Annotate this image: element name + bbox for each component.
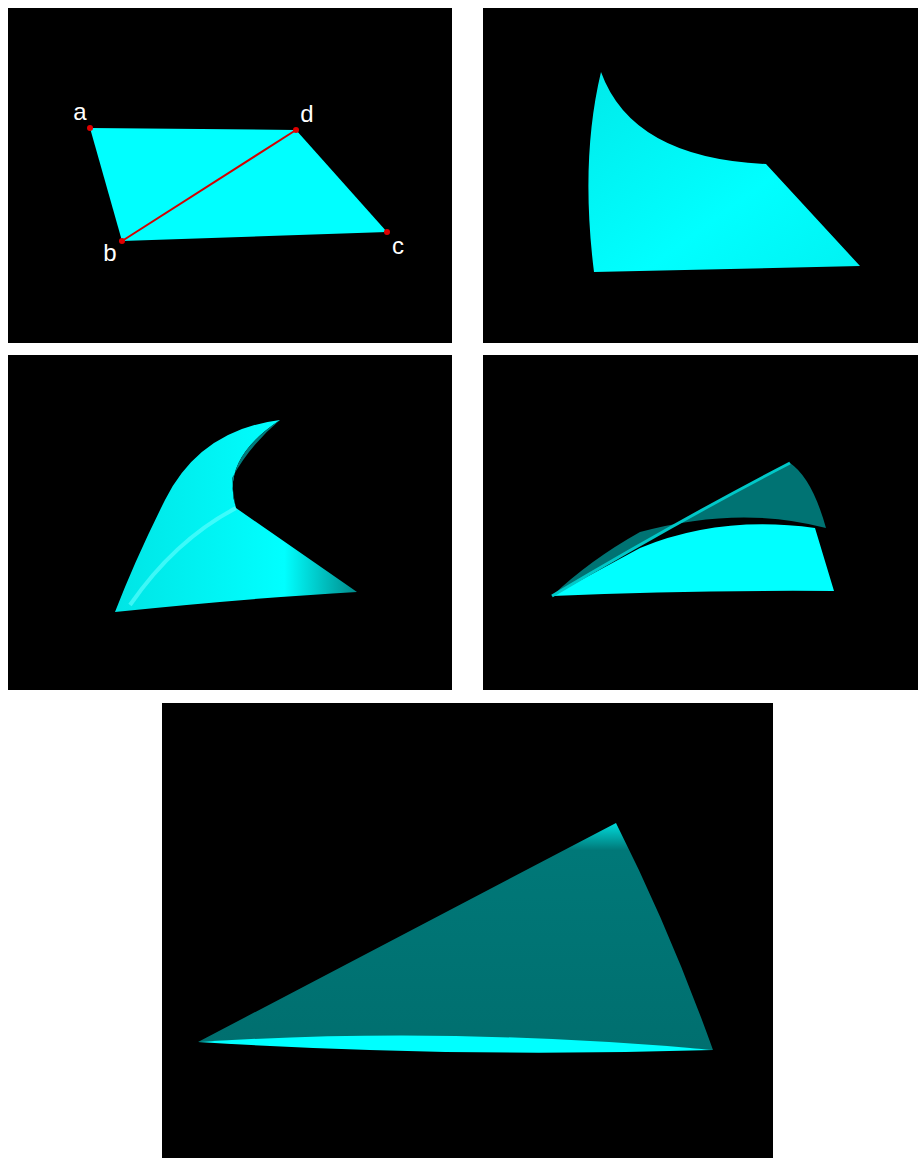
vertex-label: a bbox=[73, 100, 86, 124]
vertex-dot bbox=[384, 229, 390, 235]
fold-diagonal bbox=[122, 130, 296, 241]
vertex-label: c bbox=[392, 234, 404, 258]
panel-background bbox=[483, 355, 918, 690]
flat-sheet bbox=[90, 128, 387, 241]
bent-sheet bbox=[588, 72, 860, 272]
curl-underside bbox=[232, 420, 280, 508]
panel-background bbox=[8, 355, 452, 690]
curled-sheet bbox=[115, 420, 357, 612]
lower-layer bbox=[198, 1036, 713, 1053]
panel-background bbox=[162, 703, 773, 1158]
fold-highlight bbox=[130, 508, 236, 605]
panel-background bbox=[8, 8, 452, 343]
vertex-dot bbox=[87, 125, 93, 131]
flap-edge bbox=[552, 463, 790, 596]
folded-triangle bbox=[198, 823, 713, 1050]
vertex-dot bbox=[293, 127, 299, 133]
vertex-dot bbox=[119, 238, 125, 244]
lower-sheet bbox=[552, 524, 834, 596]
vertex-label: b bbox=[103, 241, 116, 265]
folding-flap bbox=[552, 463, 826, 596]
panel-background bbox=[483, 8, 918, 343]
vertex-label: d bbox=[300, 102, 313, 126]
